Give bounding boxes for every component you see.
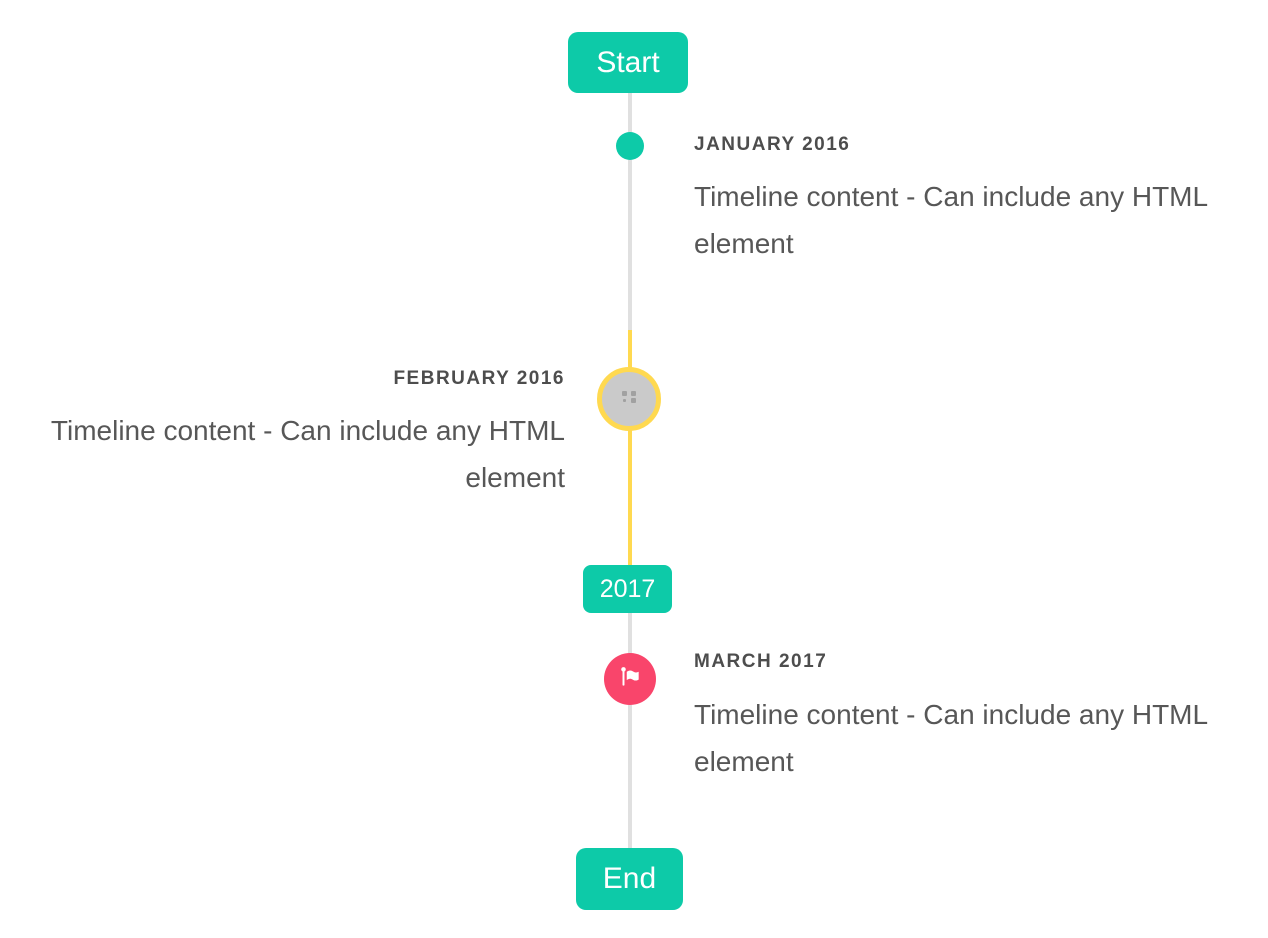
broken-image-icon [621,390,637,409]
timeline-flag-marker [604,653,656,705]
item-content-january-2016: Timeline content - Can include any HTML … [694,181,1208,259]
item-title-january-2016: JANUARY 2016 [694,134,851,155]
timeline-image-marker [597,367,661,431]
item-content-february-2016: Timeline content - Can include any HTML … [50,415,565,493]
end-badge[interactable]: End [576,848,683,910]
timeline-highlight-segment [628,330,632,566]
start-badge[interactable]: Start [568,32,688,93]
item-content-march-2017: Timeline content - Can include any HTML … [694,699,1208,777]
item-title-march-2017: MARCH 2017 [694,651,828,672]
item-title-february-2016: FEBRUARY 2016 [393,368,565,389]
timeline-dot-marker [616,132,644,160]
year-2017-badge[interactable]: 2017 [583,565,672,613]
flag-icon [617,664,643,695]
